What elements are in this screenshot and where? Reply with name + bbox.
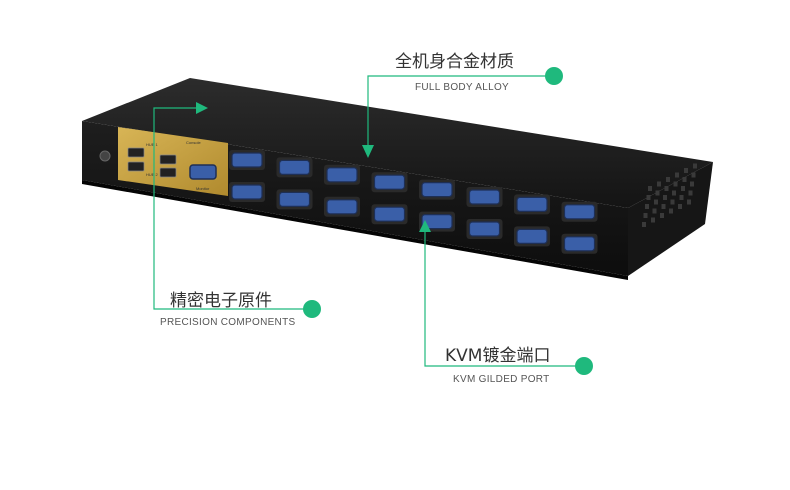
console-label: Console <box>186 140 201 145</box>
green-dot-icon <box>303 300 321 318</box>
vga-port <box>278 159 311 175</box>
vent-grille <box>642 163 697 227</box>
callout-title-cn: 精密电子原件 <box>170 291 272 311</box>
green-dot-icon <box>575 357 593 375</box>
vent-slot <box>669 208 673 214</box>
vent-slot <box>670 199 675 205</box>
vga-port <box>563 204 596 220</box>
vent-slot <box>652 208 657 214</box>
callout-line <box>424 226 584 367</box>
vent-slot <box>688 190 693 196</box>
vent-slot <box>673 181 678 187</box>
device-bottom-lip <box>82 180 628 280</box>
callout-precision-components <box>153 102 321 318</box>
vent-slot <box>678 204 682 209</box>
vent-slot <box>679 195 684 200</box>
vent-slot <box>657 181 661 187</box>
vga-port <box>231 184 263 200</box>
callout-line <box>153 107 312 310</box>
vga-port <box>421 214 453 230</box>
vent-slot <box>663 195 667 200</box>
vent-slot <box>675 172 679 178</box>
callout-kvm-gilded-port <box>419 220 593 375</box>
green-dot-icon <box>545 67 563 85</box>
vga-port <box>373 174 406 190</box>
power-jack <box>99 150 111 162</box>
vent-slot <box>654 199 658 205</box>
vent-slot <box>691 172 696 178</box>
callout-line <box>367 75 554 150</box>
device-top-surface <box>82 78 713 208</box>
vga-port <box>516 228 548 244</box>
vent-slot <box>681 186 685 191</box>
vent-slot <box>687 199 691 205</box>
vent-slot <box>651 217 655 223</box>
vga-port <box>373 206 406 222</box>
vga-port <box>563 236 596 252</box>
usb-ports <box>127 147 177 178</box>
vent-slot <box>660 213 664 218</box>
hub1-label: HUB 1 <box>146 142 159 147</box>
green-arrow-icon <box>419 220 431 232</box>
vent-slot <box>642 222 646 227</box>
green-arrow-icon <box>196 102 208 114</box>
vga-port <box>421 182 453 198</box>
vga-port <box>468 221 501 237</box>
console-vga-port <box>189 164 217 180</box>
callout-title-en: KVM GILDED PORT <box>453 374 550 385</box>
kvm-switch-device: HUB 1 HUB 2 Console Monitor <box>82 78 713 280</box>
vent-slot <box>646 195 651 200</box>
vent-slot <box>684 168 688 173</box>
vent-slot <box>690 181 694 187</box>
callout-title-cn: KVM镀金端口 <box>445 346 551 366</box>
vga-port-array <box>229 150 598 254</box>
callout-title-en: PRECISION COMPONENTS <box>160 317 296 328</box>
callout-title-en: FULL BODY ALLOY <box>415 82 509 93</box>
vent-slot <box>643 213 648 218</box>
green-arrow-icon <box>362 145 374 158</box>
vent-slot <box>655 190 660 196</box>
monitor-label: Monitor <box>196 186 210 191</box>
vga-port <box>468 189 501 205</box>
vent-slot <box>648 186 652 191</box>
vga-port <box>516 196 548 212</box>
callout-full-body-alloy <box>362 67 563 158</box>
hub2-label: HUB 2 <box>146 172 159 177</box>
vent-slot <box>666 177 670 182</box>
vga-port <box>326 199 358 215</box>
vent-slot <box>664 186 669 191</box>
vga-port <box>326 167 358 183</box>
vent-slot <box>661 204 666 209</box>
vent-slot <box>672 190 676 196</box>
vga-port <box>278 191 311 207</box>
callout-title-cn: 全机身合金材质 <box>395 52 514 72</box>
vent-slot <box>682 177 687 182</box>
vent-slot <box>693 163 697 169</box>
vent-slot <box>645 204 649 209</box>
vga-port <box>231 152 263 168</box>
